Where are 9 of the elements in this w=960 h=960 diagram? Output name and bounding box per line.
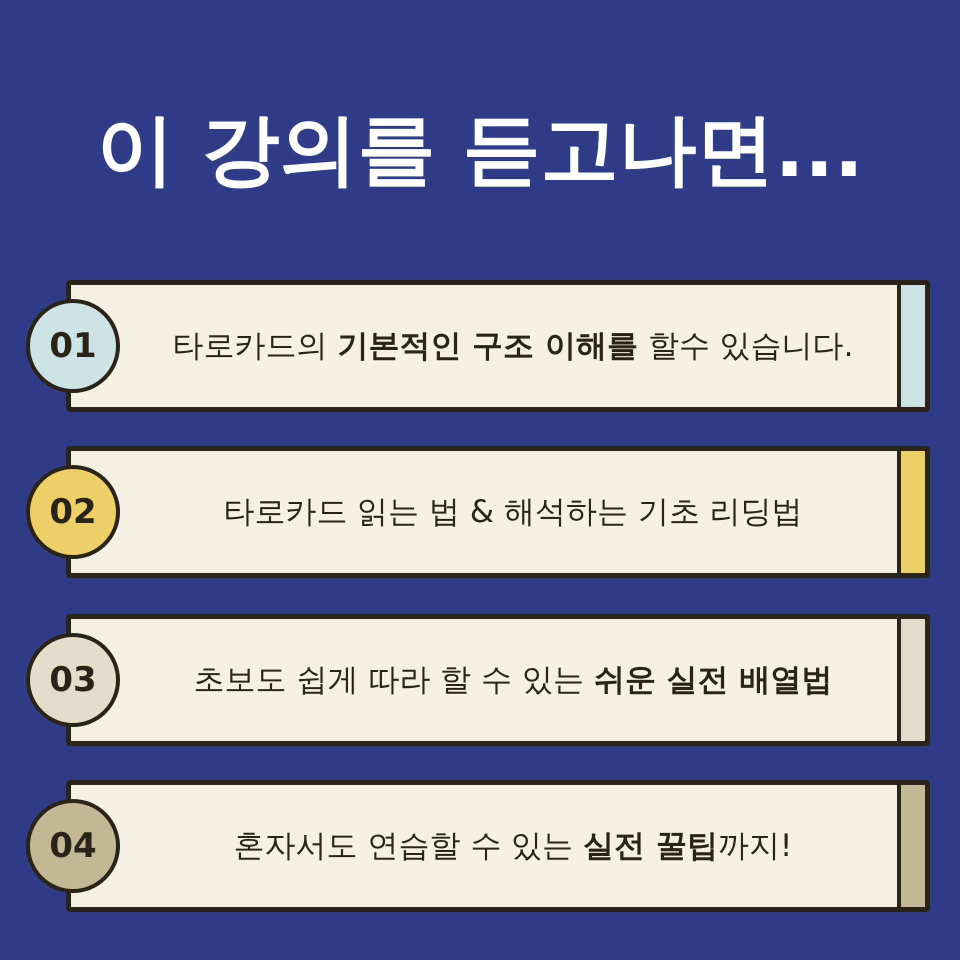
item-text: 타로카드의 기본적인 구조 이해를 할수 있습니다. [172,327,854,366]
item-text: 혼자서도 연습할 수 있는 실전 꿀팁까지! [234,827,792,866]
number-badge: 04 [26,799,120,893]
number-badge: 01 [26,299,120,393]
number-badge: 03 [26,633,120,727]
item-text: 타로카드 읽는 법 & 해석하는 기초 리딩법 [223,493,803,532]
item-text: 초보도 쉽게 따라 할 수 있는 쉬운 실전 배열법 [194,661,832,700]
number-badge: 02 [26,465,120,559]
title: 이 강의를 듣고나면... [95,104,865,197]
